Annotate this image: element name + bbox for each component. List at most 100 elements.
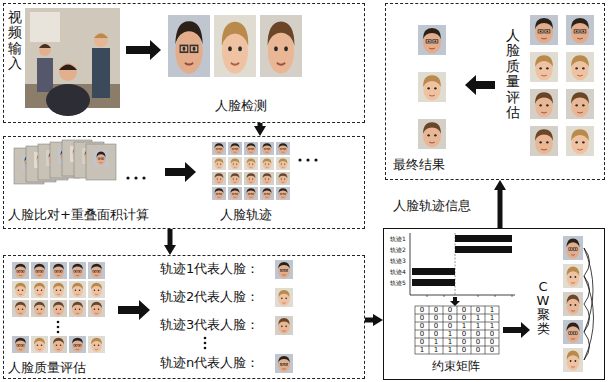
- matrix-cell: 1: [471, 322, 485, 330]
- track-faces: [244, 187, 258, 200]
- track-faces: [260, 157, 274, 170]
- matrix-grid: [415, 322, 499, 323]
- quality-faces: [31, 281, 48, 298]
- candidate-faces: [530, 52, 558, 82]
- matrix-cell: 1: [457, 322, 471, 330]
- bar-chart: [410, 295, 515, 296]
- node-label: 轨迹n代表人脸：: [160, 355, 259, 371]
- matrix-cell: 0: [457, 338, 471, 346]
- quality-faces: [69, 281, 86, 298]
- video-frame: [94, 33, 108, 47]
- flow-arrow: [164, 229, 176, 255]
- axis-label: 轨迹2: [390, 246, 406, 253]
- cluster-faces: [584, 276, 590, 304]
- quality-faces: [69, 300, 86, 317]
- node-label: 人脸比对+重叠面积计算: [8, 207, 149, 223]
- quality-faces: [12, 262, 29, 279]
- matrix-cell: 0: [443, 306, 457, 314]
- cluster-faces: [584, 276, 594, 360]
- cluster-faces: [563, 236, 594, 372]
- vertical-label: 人脸质量评估: [506, 28, 520, 120]
- cluster-faces: [563, 320, 583, 344]
- track-faces: [244, 157, 258, 170]
- video-frame: [94, 34, 108, 39]
- track-faces: [314, 158, 317, 161]
- matrix-cell: 0: [471, 346, 485, 354]
- matrix-cell: 1: [429, 338, 443, 346]
- quality-faces: [88, 300, 105, 317]
- matrix-cell: 1: [443, 346, 457, 354]
- frame-stack: [134, 176, 137, 179]
- matrix-cell: 0: [415, 330, 429, 338]
- matrix-cell: 0: [471, 306, 485, 314]
- quality-faces: [50, 300, 67, 317]
- track-faces: [276, 187, 290, 200]
- block-arrow: [126, 40, 161, 60]
- quality-faces: [88, 262, 105, 279]
- track-faces: [212, 172, 226, 185]
- matrix-cell: 0: [429, 330, 443, 338]
- result-faces: [418, 25, 446, 149]
- block-arrow: [503, 322, 530, 338]
- detected-faces: [214, 15, 256, 77]
- arrow-shaft: [168, 229, 173, 246]
- candidate-faces: [566, 15, 594, 45]
- track-faces: [260, 187, 274, 200]
- matrix-cell: 1: [429, 346, 443, 354]
- quality-faces: [31, 336, 48, 353]
- edge-label: 人脸轨迹信息: [392, 197, 472, 215]
- track-faces: [228, 187, 242, 200]
- frame-stack: [86, 144, 116, 180]
- node-label: 人脸检测: [215, 98, 267, 114]
- final-result-panel: 人脸质量评估最终结果: [385, 3, 605, 180]
- quality-faces: [69, 262, 86, 279]
- axis-label: 轨迹3: [390, 257, 406, 264]
- matrix-cell: 0: [471, 338, 485, 346]
- quality-faces: [69, 336, 86, 353]
- result-faces: [418, 72, 446, 102]
- representative-faces: [275, 260, 293, 279]
- arrow-head: [254, 126, 266, 136]
- face-track-panel: 人脸比对+重叠面积计算人脸轨迹: [3, 136, 365, 229]
- flow-arrow: [494, 180, 506, 228]
- representative-faces: [204, 337, 207, 340]
- block-arrow: [465, 75, 495, 95]
- matrix-cell: 0: [443, 322, 457, 330]
- cluster-faces: [563, 292, 583, 316]
- representative-faces: [275, 316, 293, 335]
- bar-chart: [455, 246, 512, 253]
- cluster-faces: [563, 236, 583, 260]
- bar-chart: [412, 279, 455, 286]
- quality-faces: [88, 336, 105, 353]
- track-faces: [260, 172, 274, 185]
- vertical-label: 视频输入: [8, 10, 22, 72]
- detected-faces: [260, 15, 302, 77]
- matrix-cell: 0: [443, 314, 457, 322]
- bar-chart: [410, 233, 515, 297]
- track-faces: [306, 158, 309, 161]
- matrix-cell: 0: [415, 322, 429, 330]
- representative-faces: [204, 342, 207, 345]
- quality-faces: [31, 262, 48, 279]
- video-frame: [37, 58, 53, 92]
- cluster-faces: [584, 248, 593, 332]
- matrix-grid: [415, 330, 499, 331]
- matrix-cell: 0: [415, 314, 429, 322]
- quality-faces: [50, 336, 67, 353]
- track-faces: [244, 142, 258, 155]
- node-label: 最终结果: [393, 157, 445, 173]
- vertical-label: CW聚类: [537, 280, 550, 337]
- bar-chart: [427, 295, 428, 297]
- detected-faces: [168, 15, 302, 77]
- detected-faces: [168, 15, 210, 77]
- result-faces: [418, 119, 446, 149]
- track-faces: [276, 157, 290, 170]
- candidate-faces: [530, 89, 558, 119]
- representative-faces: [275, 354, 293, 373]
- matrix-cell: 1: [415, 346, 429, 354]
- matrix-grid: [415, 346, 499, 347]
- track-faces: [212, 187, 226, 200]
- arrow-shaft: [498, 189, 503, 228]
- matrix-cell: 0: [457, 346, 471, 354]
